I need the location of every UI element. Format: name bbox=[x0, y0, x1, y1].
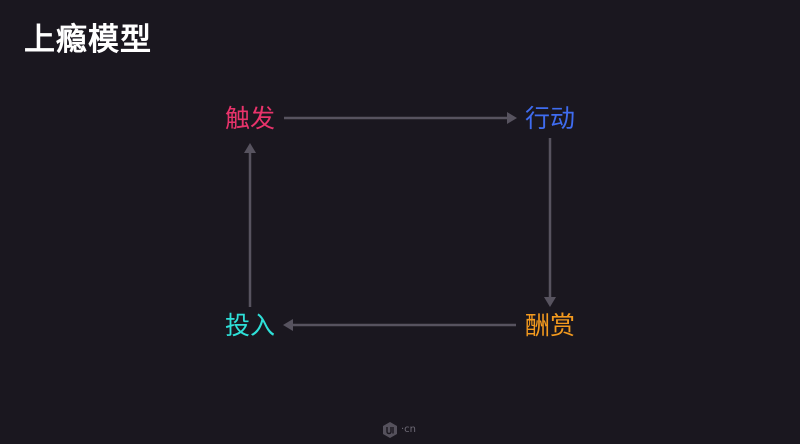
ui-hexagon-logo-icon bbox=[383, 422, 397, 438]
node-action: 行动 bbox=[524, 104, 575, 133]
slide-title: 上瘾模型 bbox=[24, 22, 152, 58]
arrow-trigger-to-action bbox=[284, 112, 517, 124]
arrow-action-to-reward bbox=[544, 138, 556, 307]
arrow-reward-to-invest bbox=[283, 319, 516, 331]
node-reward: 酬赏 bbox=[524, 311, 575, 340]
node-trigger: 触发 bbox=[224, 104, 275, 133]
arrow-invest-to-trigger bbox=[244, 143, 256, 307]
watermark-text: ·cn bbox=[401, 424, 417, 435]
node-invest: 投入 bbox=[224, 311, 275, 340]
watermark-logo: ·cn bbox=[381, 420, 425, 440]
